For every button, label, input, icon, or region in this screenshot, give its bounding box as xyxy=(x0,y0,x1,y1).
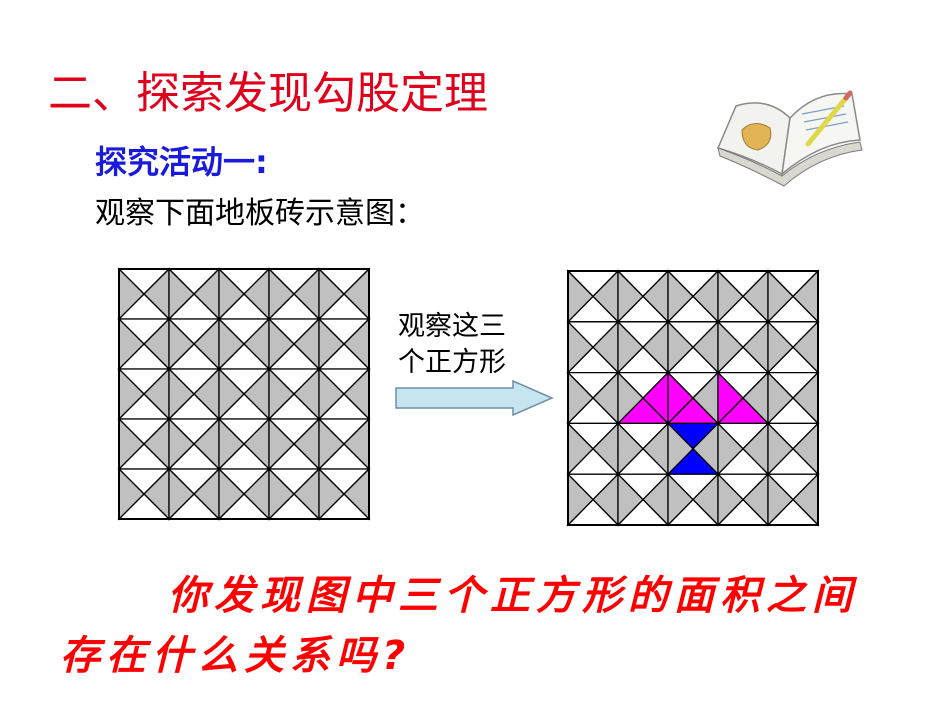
instruction-text: 观察下面地板砖示意图： xyxy=(95,196,425,231)
question-text: 你发现图中三个正方形的面积之间存在什么关系吗? xyxy=(60,573,858,679)
tile-triangle xyxy=(667,320,694,375)
tile-triangle xyxy=(767,421,794,476)
grid-border xyxy=(567,270,819,526)
tile-triangle xyxy=(717,371,744,425)
tile-triangle xyxy=(268,367,295,421)
arrow-label: 观察这三 个正方形 xyxy=(398,311,506,378)
tile-triangle xyxy=(667,371,694,425)
right-arrow-icon xyxy=(395,379,554,417)
tile-triangle xyxy=(318,367,345,421)
tile-triangle xyxy=(767,269,794,324)
activity-title: 探究活动一: xyxy=(95,143,268,181)
tile-triangle xyxy=(318,317,345,371)
section-title: 二、探索发现勾股定理 xyxy=(48,68,488,119)
tile-triangle xyxy=(767,371,794,425)
tile-triangle xyxy=(717,269,744,324)
tile-triangle xyxy=(318,267,345,321)
tile-triangle xyxy=(717,472,744,527)
tile-triangle xyxy=(617,320,644,375)
tile-triangle xyxy=(767,472,794,527)
tile-triangle xyxy=(218,267,245,321)
tile-triangle xyxy=(767,320,794,375)
tile-triangle xyxy=(717,421,744,476)
tile-triangle xyxy=(218,417,245,471)
tile-triangle xyxy=(667,421,694,476)
grid-border xyxy=(118,268,370,520)
tile-triangle xyxy=(268,267,295,321)
tile-triangle xyxy=(667,472,694,527)
tile-triangle xyxy=(168,417,195,471)
left-floor-tile-figure xyxy=(117,267,371,521)
tile-triangle xyxy=(667,269,694,324)
tile-triangle xyxy=(617,472,644,527)
tile-triangle xyxy=(268,417,295,471)
tile-triangle xyxy=(318,417,345,471)
tile-triangle xyxy=(268,467,295,521)
tile-triangle xyxy=(218,467,245,521)
tile-triangle xyxy=(268,317,295,371)
tile-triangle xyxy=(617,269,644,324)
tile-triangle xyxy=(168,367,195,421)
right-floor-tile-figure xyxy=(566,269,820,527)
tile-triangle xyxy=(318,467,345,521)
tile-triangle xyxy=(617,371,644,425)
tile-triangle xyxy=(717,320,744,375)
tile-triangle xyxy=(168,267,195,321)
tile-triangle xyxy=(168,467,195,521)
tile-triangle xyxy=(218,317,245,371)
tile-triangle xyxy=(218,367,245,421)
tile-triangle xyxy=(168,317,195,371)
tile-triangle xyxy=(617,421,644,476)
open-book-icon xyxy=(716,90,863,187)
